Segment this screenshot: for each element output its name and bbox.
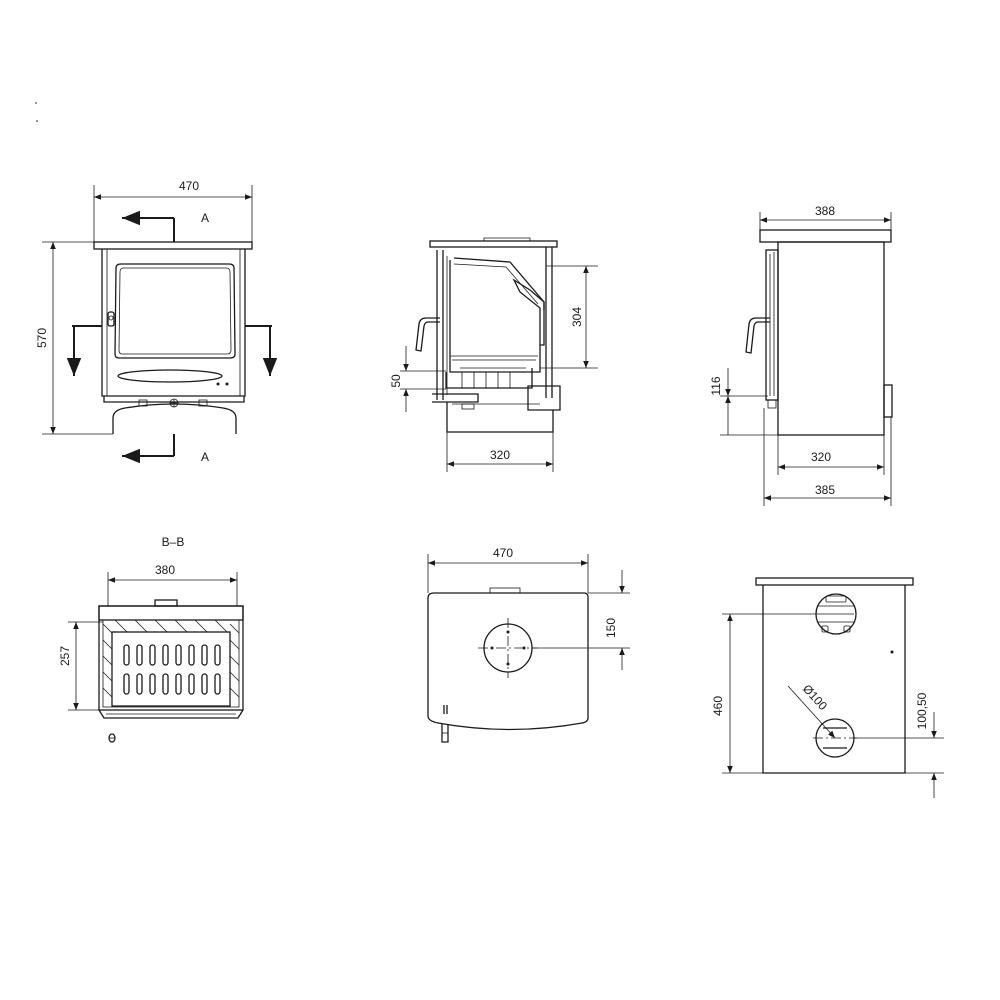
rear-body bbox=[762, 585, 906, 774]
front-body bbox=[101, 249, 246, 397]
rear-top-plate bbox=[755, 577, 914, 586]
front-top-plate bbox=[93, 241, 253, 250]
grate bbox=[445, 368, 533, 389]
front-door-glass bbox=[114, 263, 236, 359]
front-height-dim: 570 bbox=[35, 328, 49, 348]
plan-outer bbox=[98, 605, 244, 711]
section-depth-dim: 320 bbox=[490, 448, 510, 462]
top-view: 470 150 bbox=[427, 546, 630, 743]
top-flue-offset-dim: 150 bbox=[604, 618, 618, 638]
top-width-dim: 470 bbox=[493, 546, 513, 560]
grate-slots bbox=[123, 644, 221, 695]
side-body bbox=[777, 241, 885, 436]
stray-mark bbox=[36, 120, 38, 122]
side-view: 388 116 320 385 bbox=[709, 204, 893, 506]
side-depth-outer-dim: 385 bbox=[815, 483, 835, 497]
section-label-a-top: A bbox=[201, 211, 209, 225]
diameter-dim: Ø100 bbox=[800, 682, 830, 713]
stray-mark bbox=[35, 102, 37, 104]
top-plate-outline bbox=[427, 592, 589, 731]
side-base-dim: 116 bbox=[709, 376, 723, 395]
plan-width-dim: 380 bbox=[155, 563, 175, 577]
section-height-dim: 304 bbox=[570, 307, 584, 327]
section-base-dim: 50 bbox=[389, 374, 403, 388]
air-wash-vent bbox=[117, 369, 223, 383]
plan-section: B–B bbox=[58, 535, 244, 743]
section-view: 304 50 320 bbox=[389, 237, 598, 472]
side-top-dim: 388 bbox=[815, 204, 835, 218]
section-handle bbox=[415, 317, 440, 352]
plan-depth-dim: 257 bbox=[58, 646, 72, 666]
door-handle bbox=[107, 311, 115, 327]
front-plinth bbox=[112, 403, 237, 434]
side-depth-inner-dim: 320 bbox=[811, 450, 831, 464]
lower-outlet-dim: 100,50 bbox=[915, 692, 929, 729]
section-top-plate bbox=[429, 240, 558, 248]
baffle-plate bbox=[453, 257, 545, 310]
side-top-plate bbox=[759, 229, 892, 243]
section-label-a-bottom: A bbox=[201, 450, 209, 464]
front-width-dim: 470 bbox=[179, 179, 199, 193]
plan-section-title: B–B bbox=[162, 535, 185, 549]
rear-view: 460 Ø100 100,50 bbox=[711, 577, 944, 798]
front-view: 470 570 A A bbox=[35, 179, 278, 464]
side-handle bbox=[745, 317, 770, 354]
rear-height-dim: 460 bbox=[711, 696, 725, 716]
